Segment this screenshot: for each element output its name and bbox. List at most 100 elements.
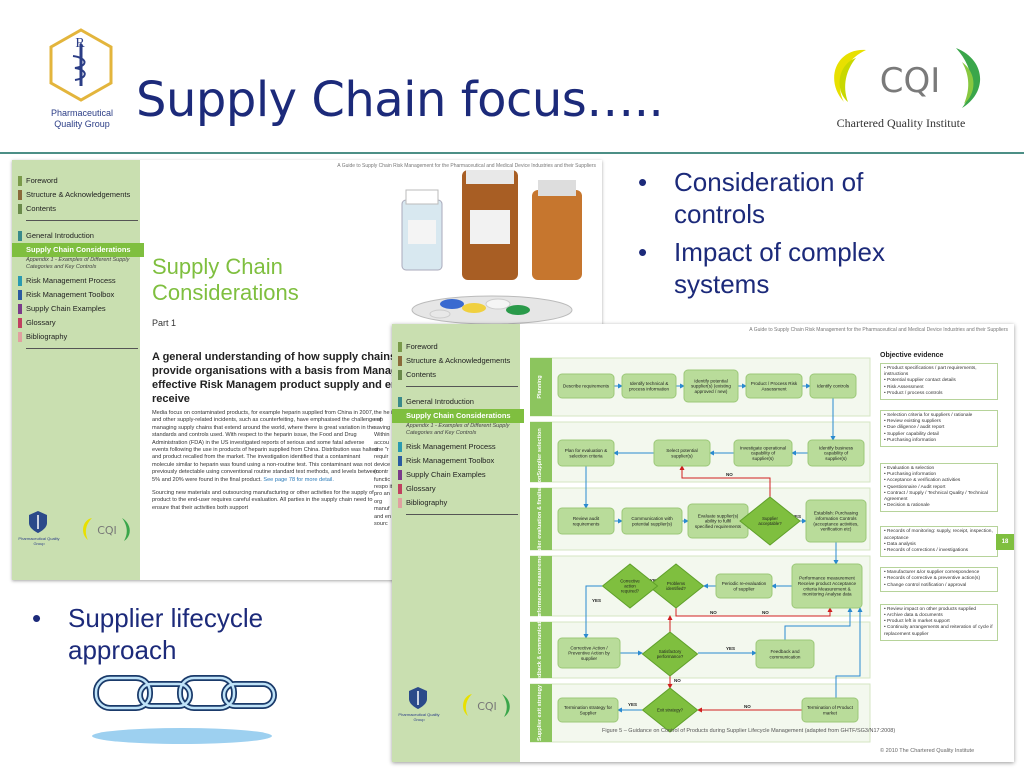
swimlane-label: Performance measurement [537, 550, 543, 621]
swimlane-label: Supplier exit strategy [537, 684, 543, 741]
nav-item-risk-management-process[interactable]: Risk Management Process [18, 274, 134, 288]
nav-item-bibliography[interactable]: Bibliography [18, 330, 134, 344]
nav-item-risk-management-toolbox[interactable]: Risk Management Toolbox [18, 288, 134, 302]
objective-evidence-item: • Continuity arrangements and reiteratio… [884, 625, 993, 637]
nav-item-supply-chain-considerations[interactable]: Supply Chain Considerations [12, 243, 144, 257]
cqi-mini-icon: CQI [463, 694, 510, 717]
flow-box: Identify controls [809, 373, 857, 399]
nav-item-foreword[interactable]: Foreword [18, 174, 134, 188]
nav-item-supply-chain-considerations[interactable]: Supply Chain Considerations [392, 409, 524, 423]
cqi-caption: Chartered Quality Institute [836, 116, 966, 130]
objective-evidence-item: • Purchasing information [884, 437, 937, 443]
nav-item-contents[interactable]: Contents [18, 202, 134, 216]
objective-evidence-group: • Records of monitoring: supply, receipt… [880, 526, 998, 558]
objective-evidence-item: • Review impact on other products suppli… [884, 606, 977, 612]
doc-nav: Foreword Structure & Acknowledgements Co… [392, 340, 524, 523]
objective-evidence-item: • Product / process controls [884, 390, 943, 396]
nav-item-supply-chain-examples[interactable]: Supply Chain Examples [18, 302, 134, 316]
medicine-bottles-image [401, 170, 582, 325]
objective-evidence-group: • Selection criteria for suppliers / rat… [880, 410, 998, 448]
bullet-consideration-of-controls: Consideration of controls [630, 166, 930, 230]
doc-part-label: Part 1 [152, 318, 177, 328]
chain-links-icon [92, 675, 277, 744]
nav-item-glossary[interactable]: Glossary [398, 482, 514, 496]
nav-item-risk-management-process[interactable]: Risk Management Process [398, 440, 514, 454]
nav-divider [26, 348, 138, 349]
doc-nav: Foreword Structure & Acknowledgements Co… [12, 174, 144, 357]
flow-box: Describe requirements [557, 373, 615, 399]
nav-item-glossary[interactable]: Glossary [18, 316, 134, 330]
flow-arrow [784, 607, 853, 640]
objective-evidence-item: • Records of corrections / investigation… [884, 548, 969, 554]
cqi-leaf-icon: CQI [834, 48, 981, 108]
nav-subitem-appendix[interactable]: Appendix 1 - Examples of Different Suppl… [26, 257, 130, 270]
nav-item-risk-management-toolbox[interactable]: Risk Management Toolbox [398, 454, 514, 468]
nav-item-contents[interactable]: Contents [398, 368, 514, 382]
flow-arrow-label: YES [792, 514, 801, 519]
objective-evidence-item: • Data analysis [884, 541, 916, 547]
objective-evidence-panel: Objective evidence • Product specificati… [880, 352, 998, 647]
objective-evidence-item: • Potential supplier contact details [884, 378, 956, 384]
flow-arrow-yes [583, 585, 602, 639]
nav-item-general-introduction[interactable]: General Introduction [18, 229, 134, 243]
slide-title: Supply Chain focus….. [136, 72, 664, 128]
bullet-list-left: Supplier lifecycle approach [24, 602, 344, 672]
flow-arrow-label: NO [762, 610, 769, 615]
objective-evidence-group: • Manufacturer &/or supplier corresponde… [880, 567, 998, 592]
objective-evidence-item: • Decision & rationale [884, 503, 930, 509]
objective-evidence-item: • Product left in market support [884, 619, 950, 625]
doc-footer-logos: Pharmaceutical Quality Group CQI [18, 510, 136, 554]
nav-item-structure[interactable]: Structure & Acknowledgements [398, 354, 514, 368]
objective-evidence-item: • Records of corrective & preventive act… [884, 576, 981, 582]
flow-box-label: Identify controls [817, 384, 850, 389]
doc-title: Supply Chain Considerations [152, 254, 299, 305]
nav-subitem-appendix[interactable]: Appendix 1 - Examples of Different Suppl… [406, 423, 510, 436]
nav-item-general-introduction[interactable]: General Introduction [398, 395, 514, 409]
page-number-tab: 18 [996, 534, 1014, 550]
pqg-logo-text: Pharmaceutical Quality Group [50, 108, 114, 129]
nav-item-supply-chain-examples[interactable]: Supply Chain Examples [398, 468, 514, 482]
nav-item-foreword[interactable]: Foreword [398, 340, 514, 354]
objective-evidence-item: • Records of monitoring: supply, receipt… [884, 529, 993, 541]
bullet-supplier-lifecycle: Supplier lifecycle approach [24, 602, 344, 666]
cqi-wordmark: CQI [880, 61, 941, 101]
flow-decision: Exit strategy? [641, 687, 699, 733]
swimlane-label: Supplier evaluation & finalisation [537, 475, 543, 562]
document-page-supply-chain-considerations: Foreword Structure & Acknowledgements Co… [12, 160, 602, 580]
nav-item-bibliography[interactable]: Bibliography [398, 496, 514, 510]
flow-arrow [835, 607, 863, 698]
flow-arrow-label: YES [726, 646, 735, 651]
swimlane-label: Supplier selection [537, 428, 543, 476]
objective-evidence-item: • Review existing suppliers [884, 419, 941, 425]
doc-see-more-link[interactable]: See page 78 for more detail. [263, 476, 334, 483]
objective-evidence-group: • Review impact on other products suppli… [880, 603, 998, 641]
objective-evidence-item: • Risk Assessment [884, 384, 924, 390]
doc-running-header: A Guide to Supply Chain Risk Management … [337, 163, 596, 169]
flow-box: Plan for evaluation &selection criteria [557, 439, 615, 467]
figure-caption: Figure 5 – Guidance on Control of Produc… [602, 728, 896, 734]
nav-divider [406, 386, 518, 387]
nav-item-structure[interactable]: Structure & Acknowledgements [18, 188, 134, 202]
